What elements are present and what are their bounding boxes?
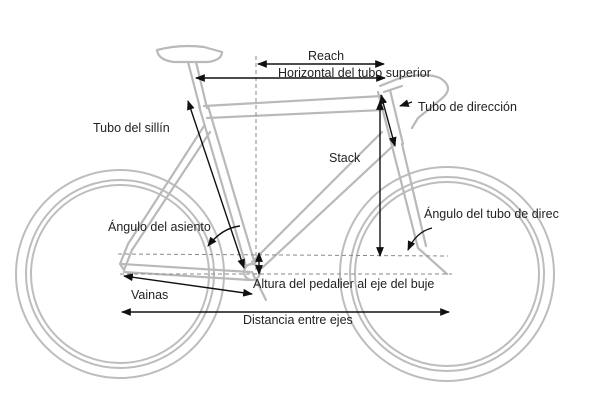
label-head-tube-angle: Ángulo del tubo de direc [424, 206, 559, 221]
label-reach: Reach [308, 49, 344, 63]
label-top-tube-horizontal: Horizontal del tubo superior [278, 66, 431, 80]
label-head-tube: Tubo de dirección [418, 100, 517, 114]
label-stack: Stack [329, 151, 361, 165]
head-tube-pointer [399, 99, 413, 107]
seat-tube-arrow [187, 100, 245, 269]
label-seat-tube: Tubo del sillín [93, 121, 170, 135]
label-chainstays: Vainas [131, 288, 168, 302]
seat-angle-arc [207, 225, 241, 247]
label-wheelbase: Distancia entre ejes [243, 313, 353, 327]
label-seat-angle: Ángulo del asiento [108, 219, 211, 234]
chainstay-arrow [123, 273, 253, 297]
axle-horizontal-dashed [117, 253, 449, 257]
bike-frame [118, 44, 450, 302]
head-angle-arc [407, 227, 433, 251]
label-bb-drop: Altura del pedalier al eje del buje [253, 277, 434, 291]
